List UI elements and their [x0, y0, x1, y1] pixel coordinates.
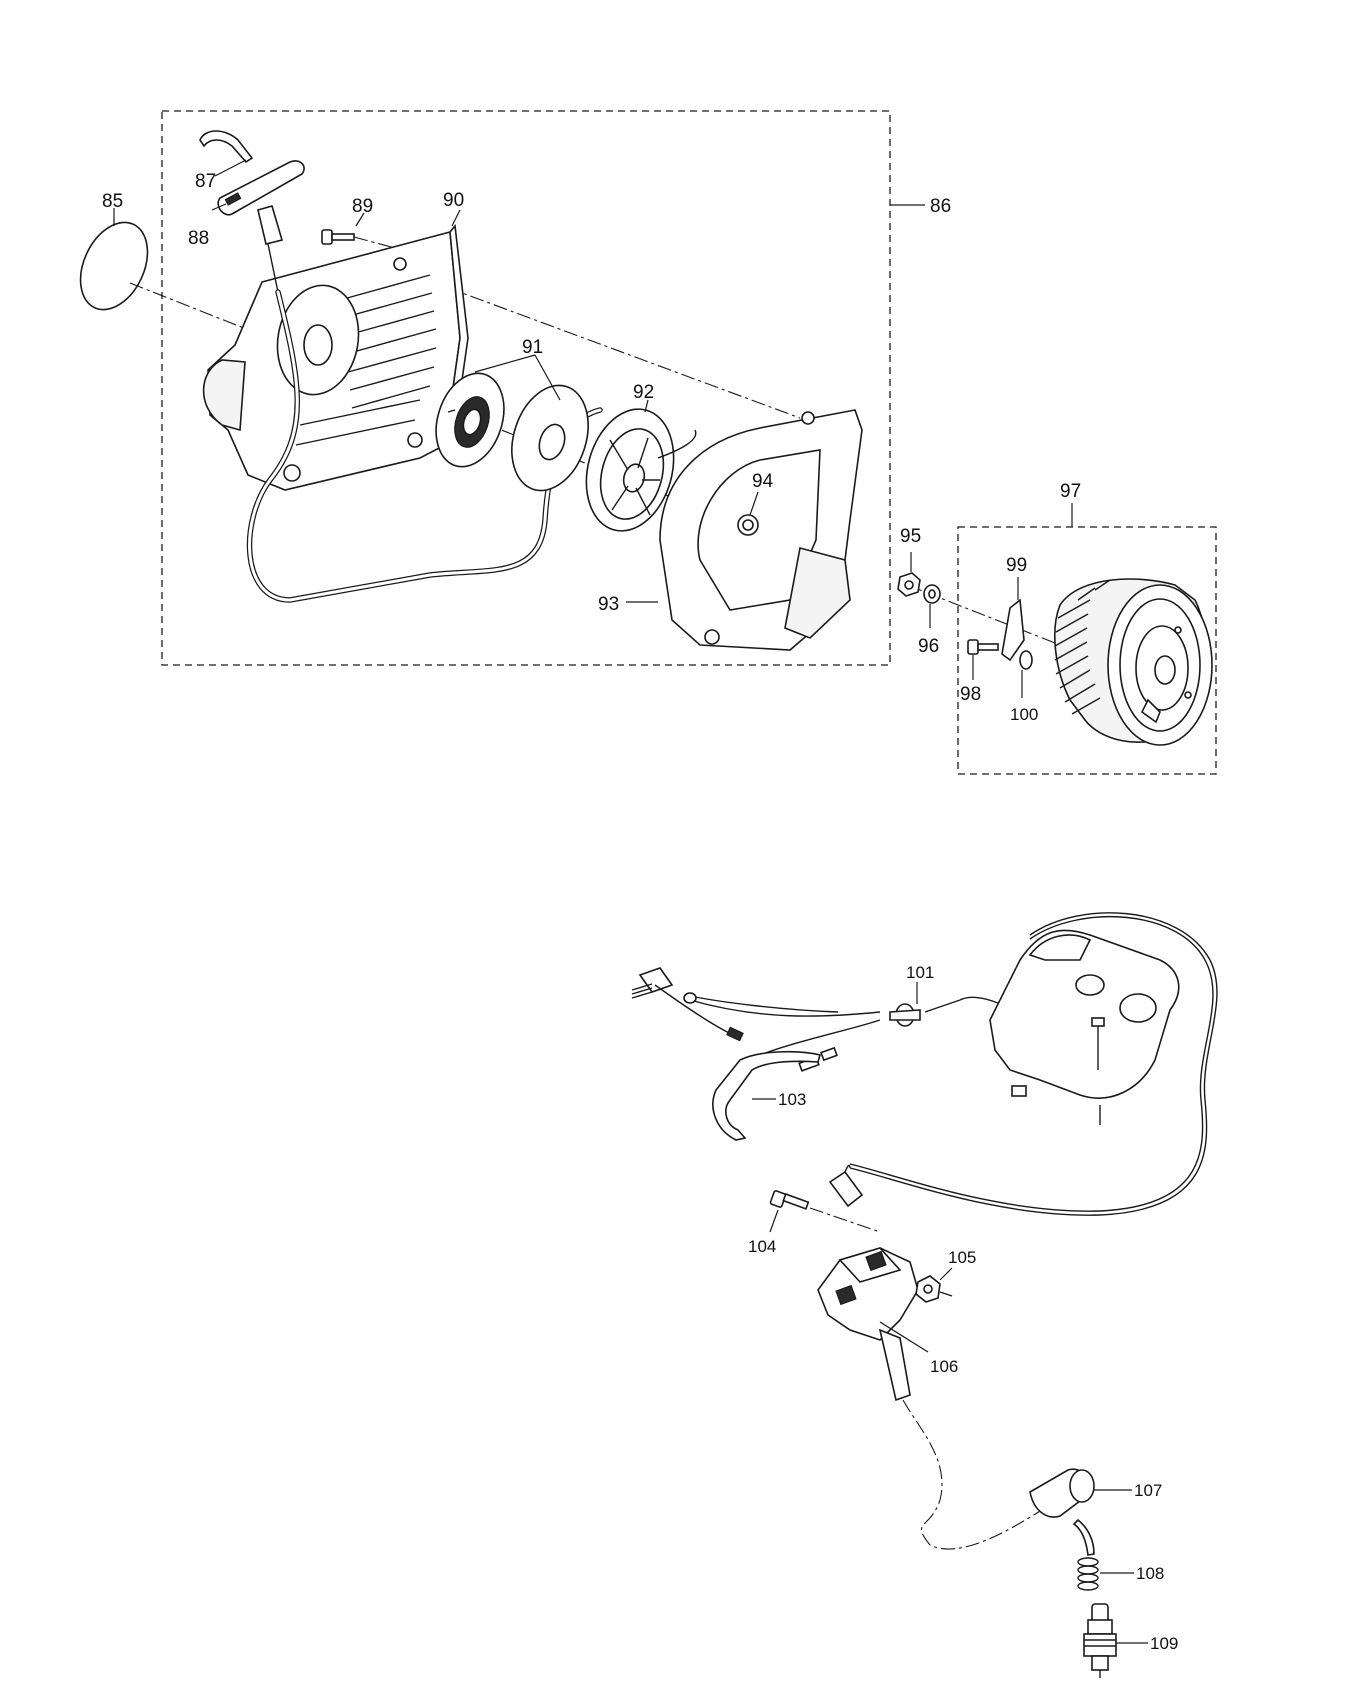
ignition-lead-boot — [828, 1170, 864, 1208]
callout-85: 85 — [102, 191, 123, 212]
callout-103: 103 — [778, 1090, 806, 1109]
part-87-rope-guide — [199, 130, 254, 177]
part-98-pawl-screw — [967, 639, 999, 680]
part-106-ignition-module — [817, 1247, 929, 1402]
callout-98: 98 — [960, 684, 981, 705]
part-104-screw — [769, 1190, 881, 1233]
callout-92: 92 — [633, 382, 654, 403]
ht-lead-path — [902, 1399, 1046, 1550]
cylinder-cover — [989, 929, 1180, 1125]
callout-99: 99 — [1006, 555, 1027, 576]
leader-91 — [474, 354, 561, 401]
flywheel-axis — [901, 582, 1171, 689]
part-85-cover-disc — [79, 208, 149, 311]
part-90-starter-housing — [202, 209, 469, 491]
callout-89: 89 — [352, 196, 373, 217]
part-103-bracket — [712, 1050, 821, 1141]
part-101-stop-switch-wiring — [631, 967, 1051, 1072]
part-100-spring — [1019, 650, 1033, 698]
callout-101: 101 — [906, 963, 934, 982]
callout-93: 93 — [598, 594, 619, 615]
callout-96: 96 — [918, 636, 939, 657]
callout-95: 95 — [900, 526, 921, 547]
part-92-rope-pulley — [585, 399, 697, 532]
part-91-spring-cassette — [511, 384, 589, 492]
callout-90: 90 — [443, 190, 464, 211]
housing-axis — [399, 269, 801, 419]
callout-94: 94 — [752, 471, 774, 492]
starter-assembly-group-box — [161, 110, 891, 666]
part-93-starter-cover — [626, 409, 863, 651]
part-108-cap-spring — [1072, 1518, 1134, 1591]
callout-104: 104 — [748, 1237, 776, 1256]
callout-86: 86 — [930, 196, 951, 217]
flywheel — [1054, 578, 1213, 746]
part-89-screw — [321, 212, 396, 249]
leader-94 — [749, 491, 759, 516]
part-109-spark-plug — [1083, 1603, 1148, 1678]
ignition-lead-loop — [849, 912, 1218, 1216]
part-96-washer — [923, 584, 941, 628]
callout-107: 107 — [1134, 1481, 1162, 1500]
part-105-nut — [915, 1267, 953, 1303]
callout-105: 105 — [948, 1248, 976, 1267]
part-88-starter-handle — [211, 160, 305, 293]
callout-108: 108 — [1136, 1564, 1164, 1583]
callout-100: 100 — [1010, 705, 1038, 724]
callout-109: 109 — [1150, 1634, 1178, 1653]
part-91-recoil-spring — [435, 372, 505, 468]
callout-88: 88 — [188, 228, 209, 249]
callout-87: 87 — [195, 171, 216, 192]
part-107-spark-plug-cap — [1029, 1468, 1132, 1518]
callout-91: 91 — [522, 337, 543, 358]
part-99-pawl — [1001, 577, 1025, 662]
callout-106: 106 — [930, 1357, 958, 1376]
callout-97: 97 — [1060, 481, 1081, 502]
part-95-nut — [897, 552, 921, 597]
